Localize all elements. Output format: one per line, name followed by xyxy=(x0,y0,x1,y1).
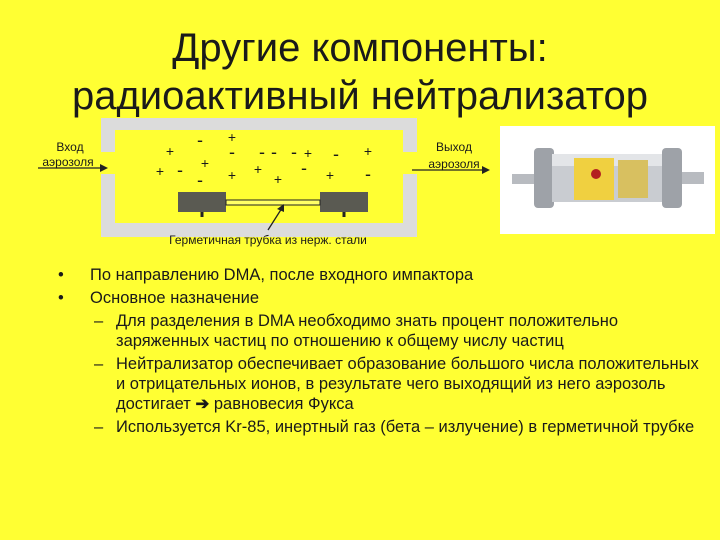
charges-group: +-++--+-+---+++-+-+- xyxy=(156,129,372,190)
inlet-opening xyxy=(100,152,118,174)
sub-bullet-text: Для разделения в DMA необходимо знать пр… xyxy=(116,312,619,350)
negative-charge: - xyxy=(271,142,277,162)
negative-charge: - xyxy=(177,160,183,180)
steel-tube xyxy=(225,199,321,206)
outlet-label-line1: Выход xyxy=(436,140,472,154)
outlet-arrowhead xyxy=(482,166,490,174)
negative-charge: - xyxy=(291,142,297,162)
bullet-item: • По направлению DMA, после входного имп… xyxy=(58,265,708,285)
outlet-label-line2: аэрозоля xyxy=(428,157,479,171)
positive-charge: + xyxy=(156,163,164,179)
tube-caption: Герметичная трубка из нерж. стали xyxy=(169,233,367,247)
bullet-list: • По направлению DMA, после входного имп… xyxy=(58,265,708,440)
slide-title-line1: Другие компоненты: xyxy=(172,26,548,70)
bullet-text: По направлению DMA, после входного импак… xyxy=(90,266,474,284)
sub-bullet-text: Нейтрализатор обеспечивает образование б… xyxy=(116,355,699,413)
sub-bullet-item: – Используется Kr-85, инертный газ (бета… xyxy=(58,417,708,437)
arrow-icon: ➔ xyxy=(195,395,210,413)
positive-charge: + xyxy=(364,143,372,159)
negative-charge: - xyxy=(301,158,307,178)
inlet-arrowhead xyxy=(100,164,108,172)
positive-charge: + xyxy=(304,145,312,161)
dash-marker: – xyxy=(94,418,104,436)
dash-marker: – xyxy=(94,355,104,373)
neutralizer-diagram: Вход аэрозоля Выход аэрозоля +-++--+-+--… xyxy=(38,118,715,247)
bullet-item: • Основное назначение xyxy=(58,288,708,308)
positive-charge: + xyxy=(201,155,209,171)
bullet-marker: • xyxy=(58,289,64,307)
negative-charge: - xyxy=(197,130,203,150)
outlet-opening xyxy=(400,152,418,174)
positive-charge: + xyxy=(228,167,236,183)
bullet-marker: • xyxy=(58,266,64,284)
sub-bullet-text: Используется Kr-85, инертный газ (бета –… xyxy=(116,418,695,436)
bullet-text: Основное назначение xyxy=(90,289,260,307)
sub-bullet-item: – Для разделения в DMA необходимо знать … xyxy=(58,311,708,351)
tube-pointer-arrow xyxy=(267,207,283,231)
positive-charge: + xyxy=(326,167,334,183)
negative-charge: - xyxy=(333,144,339,164)
neutralizer-photo xyxy=(500,126,715,234)
negative-charge: - xyxy=(259,142,265,162)
positive-charge: + xyxy=(228,129,236,145)
left-electrode xyxy=(178,192,226,212)
negative-charge: - xyxy=(365,164,371,184)
inlet-label-line2: аэрозоля xyxy=(42,155,93,169)
slide-title-line2: радиоактивный нейтрализатор xyxy=(71,74,649,118)
negative-charge: - xyxy=(229,142,235,162)
dash-marker: – xyxy=(94,312,104,330)
positive-charge: + xyxy=(254,161,262,177)
tube-pointer-arrowhead xyxy=(277,204,284,212)
right-electrode xyxy=(320,192,368,212)
inlet-label-line1: Вход xyxy=(56,140,83,154)
negative-charge: - xyxy=(197,170,203,190)
neutralizer-housing xyxy=(101,118,417,237)
positive-charge: + xyxy=(166,143,174,159)
sub-bullet-text-end: равновесия Фукса xyxy=(213,395,354,413)
sub-bullet-item: – Нейтрализатор обеспечивает образование… xyxy=(58,354,708,414)
positive-charge: + xyxy=(274,171,282,187)
